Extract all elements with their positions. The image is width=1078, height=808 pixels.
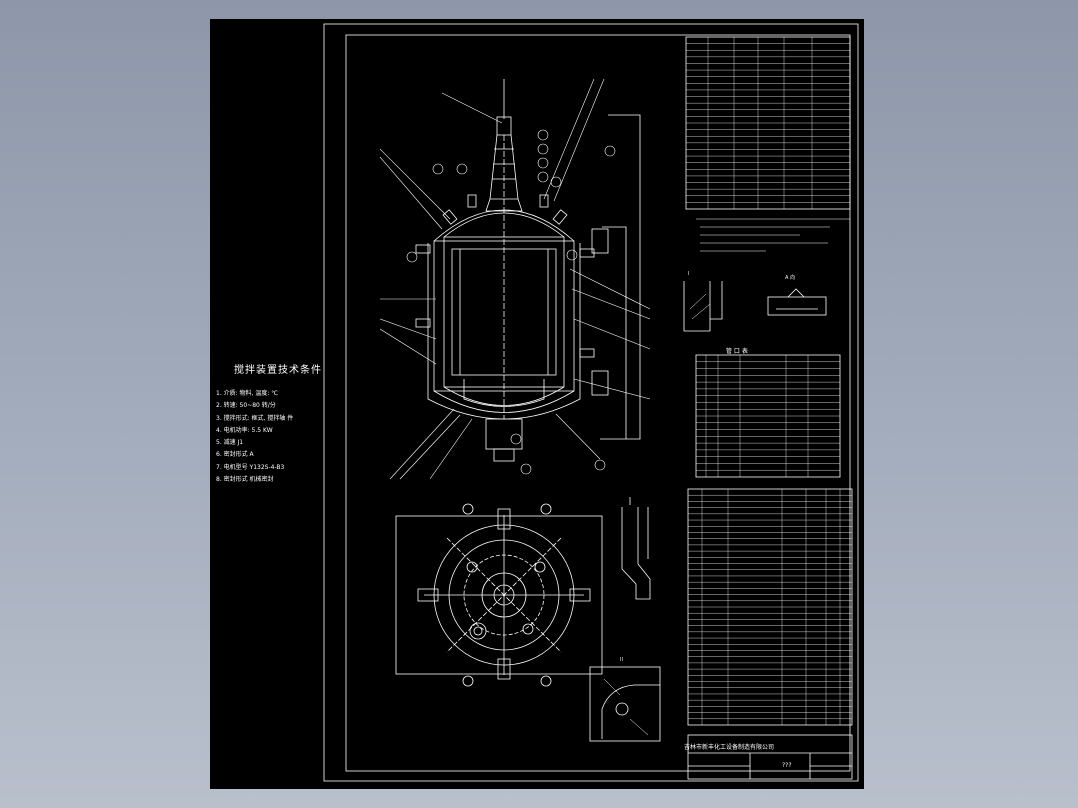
detail-section-4 [589, 666, 661, 742]
technical-requirements-title: 搅拌装置技术条件 [234, 365, 322, 376]
detail-section-3 [621, 497, 651, 600]
notes-lines [696, 218, 850, 252]
parts-list-table [687, 488, 853, 726]
company-name: 吉林市新丰化工设备制造有限公司 [684, 744, 775, 751]
requirement-item: 5. 减速 J1 [216, 439, 244, 447]
reactor-plan-view [395, 503, 603, 687]
scale-label: ??? [782, 762, 792, 769]
view-a-label: A 向 [785, 275, 796, 281]
detail-1-label: I [688, 271, 690, 277]
inner-border [345, 34, 851, 772]
detail-section-1 [683, 281, 723, 332]
detail-2-label: II [620, 657, 623, 663]
drawing-sheet: 搅拌装置技术条件 1. 介质: 物料, 温度: ℃ 2. 转速: 50~80 转/… [210, 19, 864, 789]
title-block [687, 734, 853, 780]
cad-drawing [323, 23, 859, 782]
nozzle-table-title: 管 口 表 [726, 348, 748, 355]
outer-border [323, 23, 859, 782]
requirement-item: 8. 密封形式 机械密封 [216, 476, 274, 484]
spec-table [685, 36, 851, 210]
reactor-elevation [415, 79, 641, 462]
requirement-item: 6. 密封形式 A [216, 451, 254, 459]
technical-requirements-list: 1. 介质: 物料, 温度: ℃ 2. 转速: 50~80 转/分 3. 搅拌形式:… [216, 388, 293, 486]
requirement-item: 4. 电机功率: 5.5 KW [216, 426, 273, 434]
requirement-item: 1. 介质: 物料, 温度: ℃ [216, 390, 279, 397]
requirement-item: 2. 转速: 50~80 转/分 [216, 402, 276, 410]
requirement-item: 3. 搅拌形式: 框式, 搅拌轴 件 [216, 414, 294, 422]
nozzle-table [695, 354, 841, 478]
detail-section-2 [767, 288, 827, 316]
callout-circles [406, 129, 616, 475]
requirement-item: 7. 电机型号 Y132S-4-B3 [216, 463, 285, 471]
